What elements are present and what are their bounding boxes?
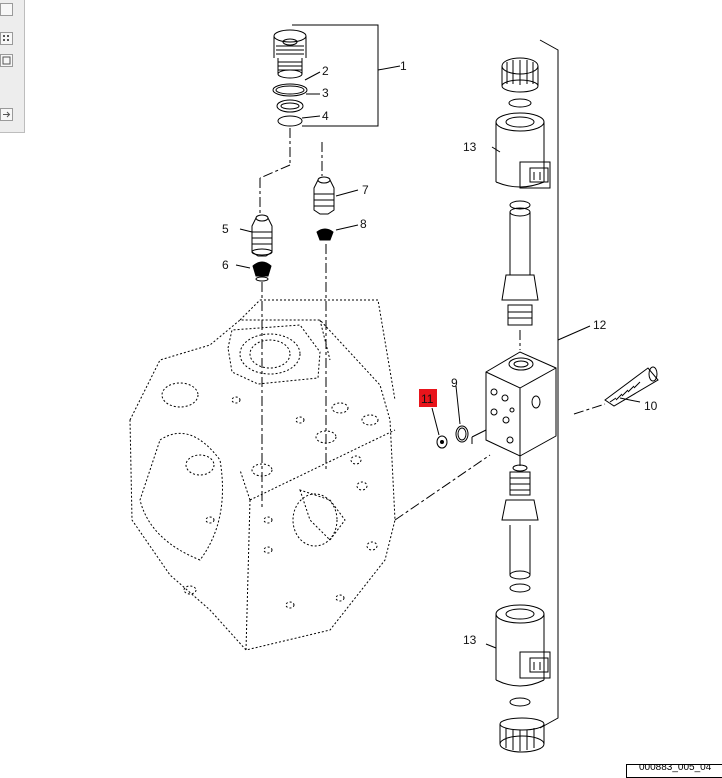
pump-housing <box>129 299 396 651</box>
callout-13-bottom[interactable]: 13 <box>463 633 477 647</box>
zoom-icon[interactable] <box>0 3 13 16</box>
callout-8[interactable]: 8 <box>360 217 367 231</box>
cartridge-part-5 <box>251 214 273 257</box>
washer-part-11 <box>436 435 448 449</box>
solenoid-nut-bottom <box>499 717 545 753</box>
callout-9[interactable]: 9 <box>451 376 458 390</box>
plug-part-8 <box>316 228 334 241</box>
solenoid-coil-top <box>495 112 551 189</box>
o-ring-small-part <box>277 115 303 127</box>
callout-10[interactable]: 10 <box>644 399 658 413</box>
plug-part-6 <box>252 261 272 282</box>
callout-12[interactable]: 12 <box>593 318 607 332</box>
callout-5[interactable]: 5 <box>222 222 229 236</box>
callout-6[interactable]: 6 <box>222 258 229 272</box>
drawing-code-text: 000883_005_04 <box>639 764 712 773</box>
highlighted-callout-marker <box>419 389 437 407</box>
callout-4[interactable]: 4 <box>322 109 329 123</box>
callout-13-top[interactable]: 13 <box>463 140 477 154</box>
o-ring-part <box>272 83 308 97</box>
cartridge-part-7 <box>313 176 335 215</box>
next-arrow-icon[interactable] <box>0 108 13 121</box>
bolt-part-10 <box>604 366 659 407</box>
solenoid-nut-top <box>501 57 539 93</box>
drawing-code-label: 000883_005_04 <box>626 764 722 778</box>
relief-valve-part <box>273 29 307 79</box>
callout-3[interactable]: 3 <box>322 86 329 100</box>
seal-part-9 <box>455 425 469 443</box>
viewer-toolbar <box>0 0 25 133</box>
grid-icon[interactable] <box>0 32 13 45</box>
valve-block <box>485 351 557 457</box>
callout-1[interactable]: 1 <box>400 59 407 73</box>
callout-2[interactable]: 2 <box>322 64 329 78</box>
spool-lower <box>501 464 539 580</box>
callout-7[interactable]: 7 <box>362 183 369 197</box>
solenoid-coil-bottom <box>495 604 551 687</box>
callout-11[interactable]: 11 <box>421 392 434 406</box>
backup-ring-part <box>276 99 304 113</box>
fit-page-icon[interactable] <box>0 54 13 67</box>
